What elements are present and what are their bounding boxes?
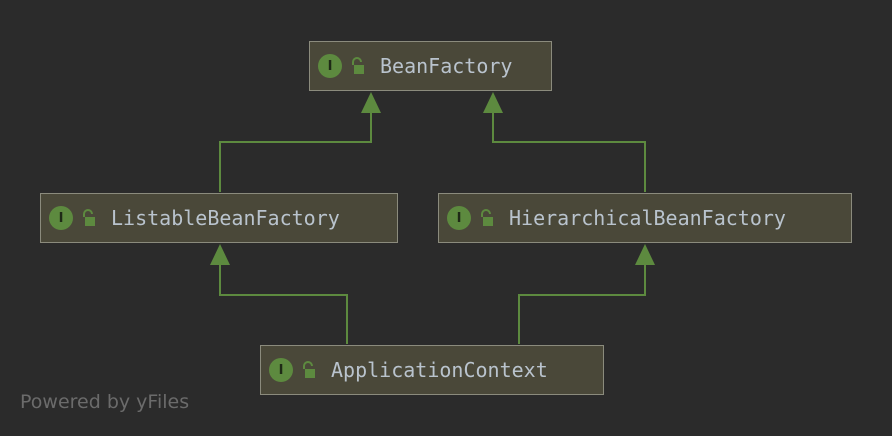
node-hierarchicalbeanfactory[interactable]: I HierarchicalBeanFactory bbox=[438, 193, 852, 243]
interface-badge-icon: I bbox=[269, 358, 293, 382]
node-label: BeanFactory bbox=[380, 54, 513, 78]
node-label: HierarchicalBeanFactory bbox=[509, 206, 786, 230]
edge-arrowhead-icon bbox=[635, 244, 655, 265]
powered-by-watermark: Powered by yFiles bbox=[20, 391, 190, 413]
edge-appcontext-to-hierarchical bbox=[518, 264, 646, 344]
node-applicationcontext[interactable]: I ApplicationContext bbox=[260, 345, 604, 395]
node-label: ApplicationContext bbox=[331, 358, 548, 382]
unlocked-padlock-icon bbox=[79, 209, 97, 227]
edge-arrowhead-icon bbox=[483, 92, 503, 113]
unlocked-padlock-icon bbox=[299, 361, 317, 379]
unlocked-padlock-icon bbox=[348, 57, 366, 75]
interface-badge-icon: I bbox=[49, 206, 73, 230]
node-listablebeanfactory[interactable]: I ListableBeanFactory bbox=[40, 193, 398, 243]
edge-hierarchical-to-beanfactory bbox=[492, 112, 646, 192]
edge-arrowhead-icon bbox=[361, 92, 381, 113]
node-label: ListableBeanFactory bbox=[111, 206, 340, 230]
interface-badge-icon: I bbox=[447, 206, 471, 230]
interface-badge-icon: I bbox=[318, 54, 342, 78]
edge-listable-to-beanfactory bbox=[219, 112, 372, 192]
unlocked-padlock-icon bbox=[477, 209, 495, 227]
node-beanfactory[interactable]: I BeanFactory bbox=[309, 41, 552, 91]
edge-appcontext-to-listable bbox=[219, 264, 348, 344]
edge-arrowhead-icon bbox=[210, 244, 230, 265]
